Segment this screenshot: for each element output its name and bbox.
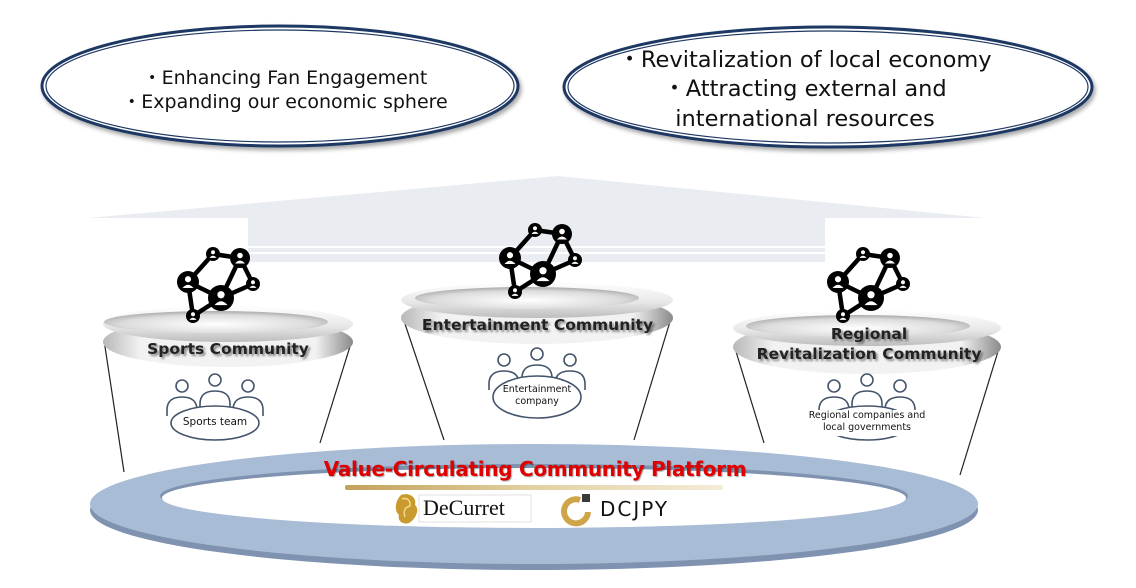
person-body [832,284,844,289]
person-body [531,231,539,234]
person-head [241,379,255,393]
person-body [839,317,847,320]
person-head [184,276,192,283]
person-head [867,291,875,299]
group-label-line: local governments [822,421,912,433]
goal-line: ・Enhancing Fan Engagement [142,67,428,89]
goal-line: ・Attracting external and [663,76,947,103]
goal-ellipse-right [562,25,1094,149]
person-body [182,284,194,289]
person-head [513,288,517,293]
person-body [884,396,916,416]
platform-title-underline [345,485,723,490]
goal-line: ・Revitalization of local economy [618,47,992,73]
network-people-icon [177,247,260,323]
person-body [511,293,519,296]
platform-ring [90,444,978,570]
person-body [859,255,867,258]
person-body [899,285,907,288]
person-head [827,379,841,393]
person-body [851,390,883,410]
group-label-entertainment: Entertainment company [493,384,581,408]
person-body [571,261,579,264]
group-label-line: company [515,395,559,407]
funnel-lines [103,314,1001,476]
person-head [573,256,577,261]
person-body [885,260,895,264]
person-body [818,396,850,416]
funnel-rim-sports [103,306,353,367]
person-head [539,267,547,275]
decurret-logo-icon [395,494,418,524]
person-head [237,252,243,259]
person-head [211,250,215,255]
people-group-icon [818,373,916,416]
person-body [249,285,257,288]
person-head [834,276,842,283]
person-body [521,364,553,384]
person-body [199,390,231,410]
community-title-line: Revitalization Community [756,345,982,364]
network-people-icon [827,247,910,323]
person-head [251,280,255,285]
person-head [893,379,907,393]
person-head [860,373,874,387]
dcjpy-logo-text: DCJPY [600,497,670,521]
person-body [864,301,878,306]
people-group-icon [166,373,264,416]
person-head [217,291,225,299]
network-people-icon [499,223,582,299]
dcjpy-logo-icon [561,494,591,527]
person-head [191,312,195,317]
group-label-line: Regional companies and [808,410,926,421]
goal-text-fan-engagement: ・Enhancing Fan Engagement ・Expanding our… [80,66,490,115]
person-body [536,277,550,282]
group-label-sports: Sports team [171,416,259,428]
group-ellipse-sports [170,405,260,441]
group-label-line: Sports team [182,416,248,428]
person-head [559,228,565,235]
person-head [533,226,537,231]
platform-title: Value-Circulating Community Platform [323,457,747,481]
community-title-line: Entertainment Community [421,316,654,334]
person-head [208,373,222,387]
person-head [497,353,511,367]
person-body [166,396,198,416]
funnel-rim-regional [733,310,1001,374]
person-head [861,250,865,255]
goal-line: international resources [675,105,935,132]
community-title-entertainment: Entertainment Community [400,316,675,334]
person-head [506,252,514,259]
person-body [214,301,228,306]
group-label-line: Entertainment [502,384,572,395]
community-title-sports: Sports Community [108,340,348,358]
community-title-regional: Regional Revitalization Community [735,324,1003,364]
person-body [209,255,217,258]
goal-line: ・Expanding our economic sphere [122,91,448,114]
person-body [232,396,264,416]
person-head [901,280,905,285]
community-title-line: Regional [830,325,908,343]
person-body [189,317,197,320]
person-head [563,353,577,367]
person-head [841,312,845,317]
decurret-logo-text: DeCurret [423,495,505,520]
funnel-rim-entertainment [401,282,673,344]
group-ellipse-entertainment [492,375,582,419]
community-title-line: Sports Community [147,340,309,358]
upward-arrow [88,176,985,262]
person-body [504,260,516,265]
person-head [887,252,893,259]
group-label-regional: Regional companies and local governments [797,410,937,434]
person-head [175,379,189,393]
goal-ellipse-left [40,24,520,148]
decurret-grid [418,494,532,523]
person-head [530,347,544,361]
goal-text-local-economy: ・Revitalization of local economy ・Attrac… [585,46,1025,134]
person-body [557,236,567,240]
person-body [235,260,245,264]
